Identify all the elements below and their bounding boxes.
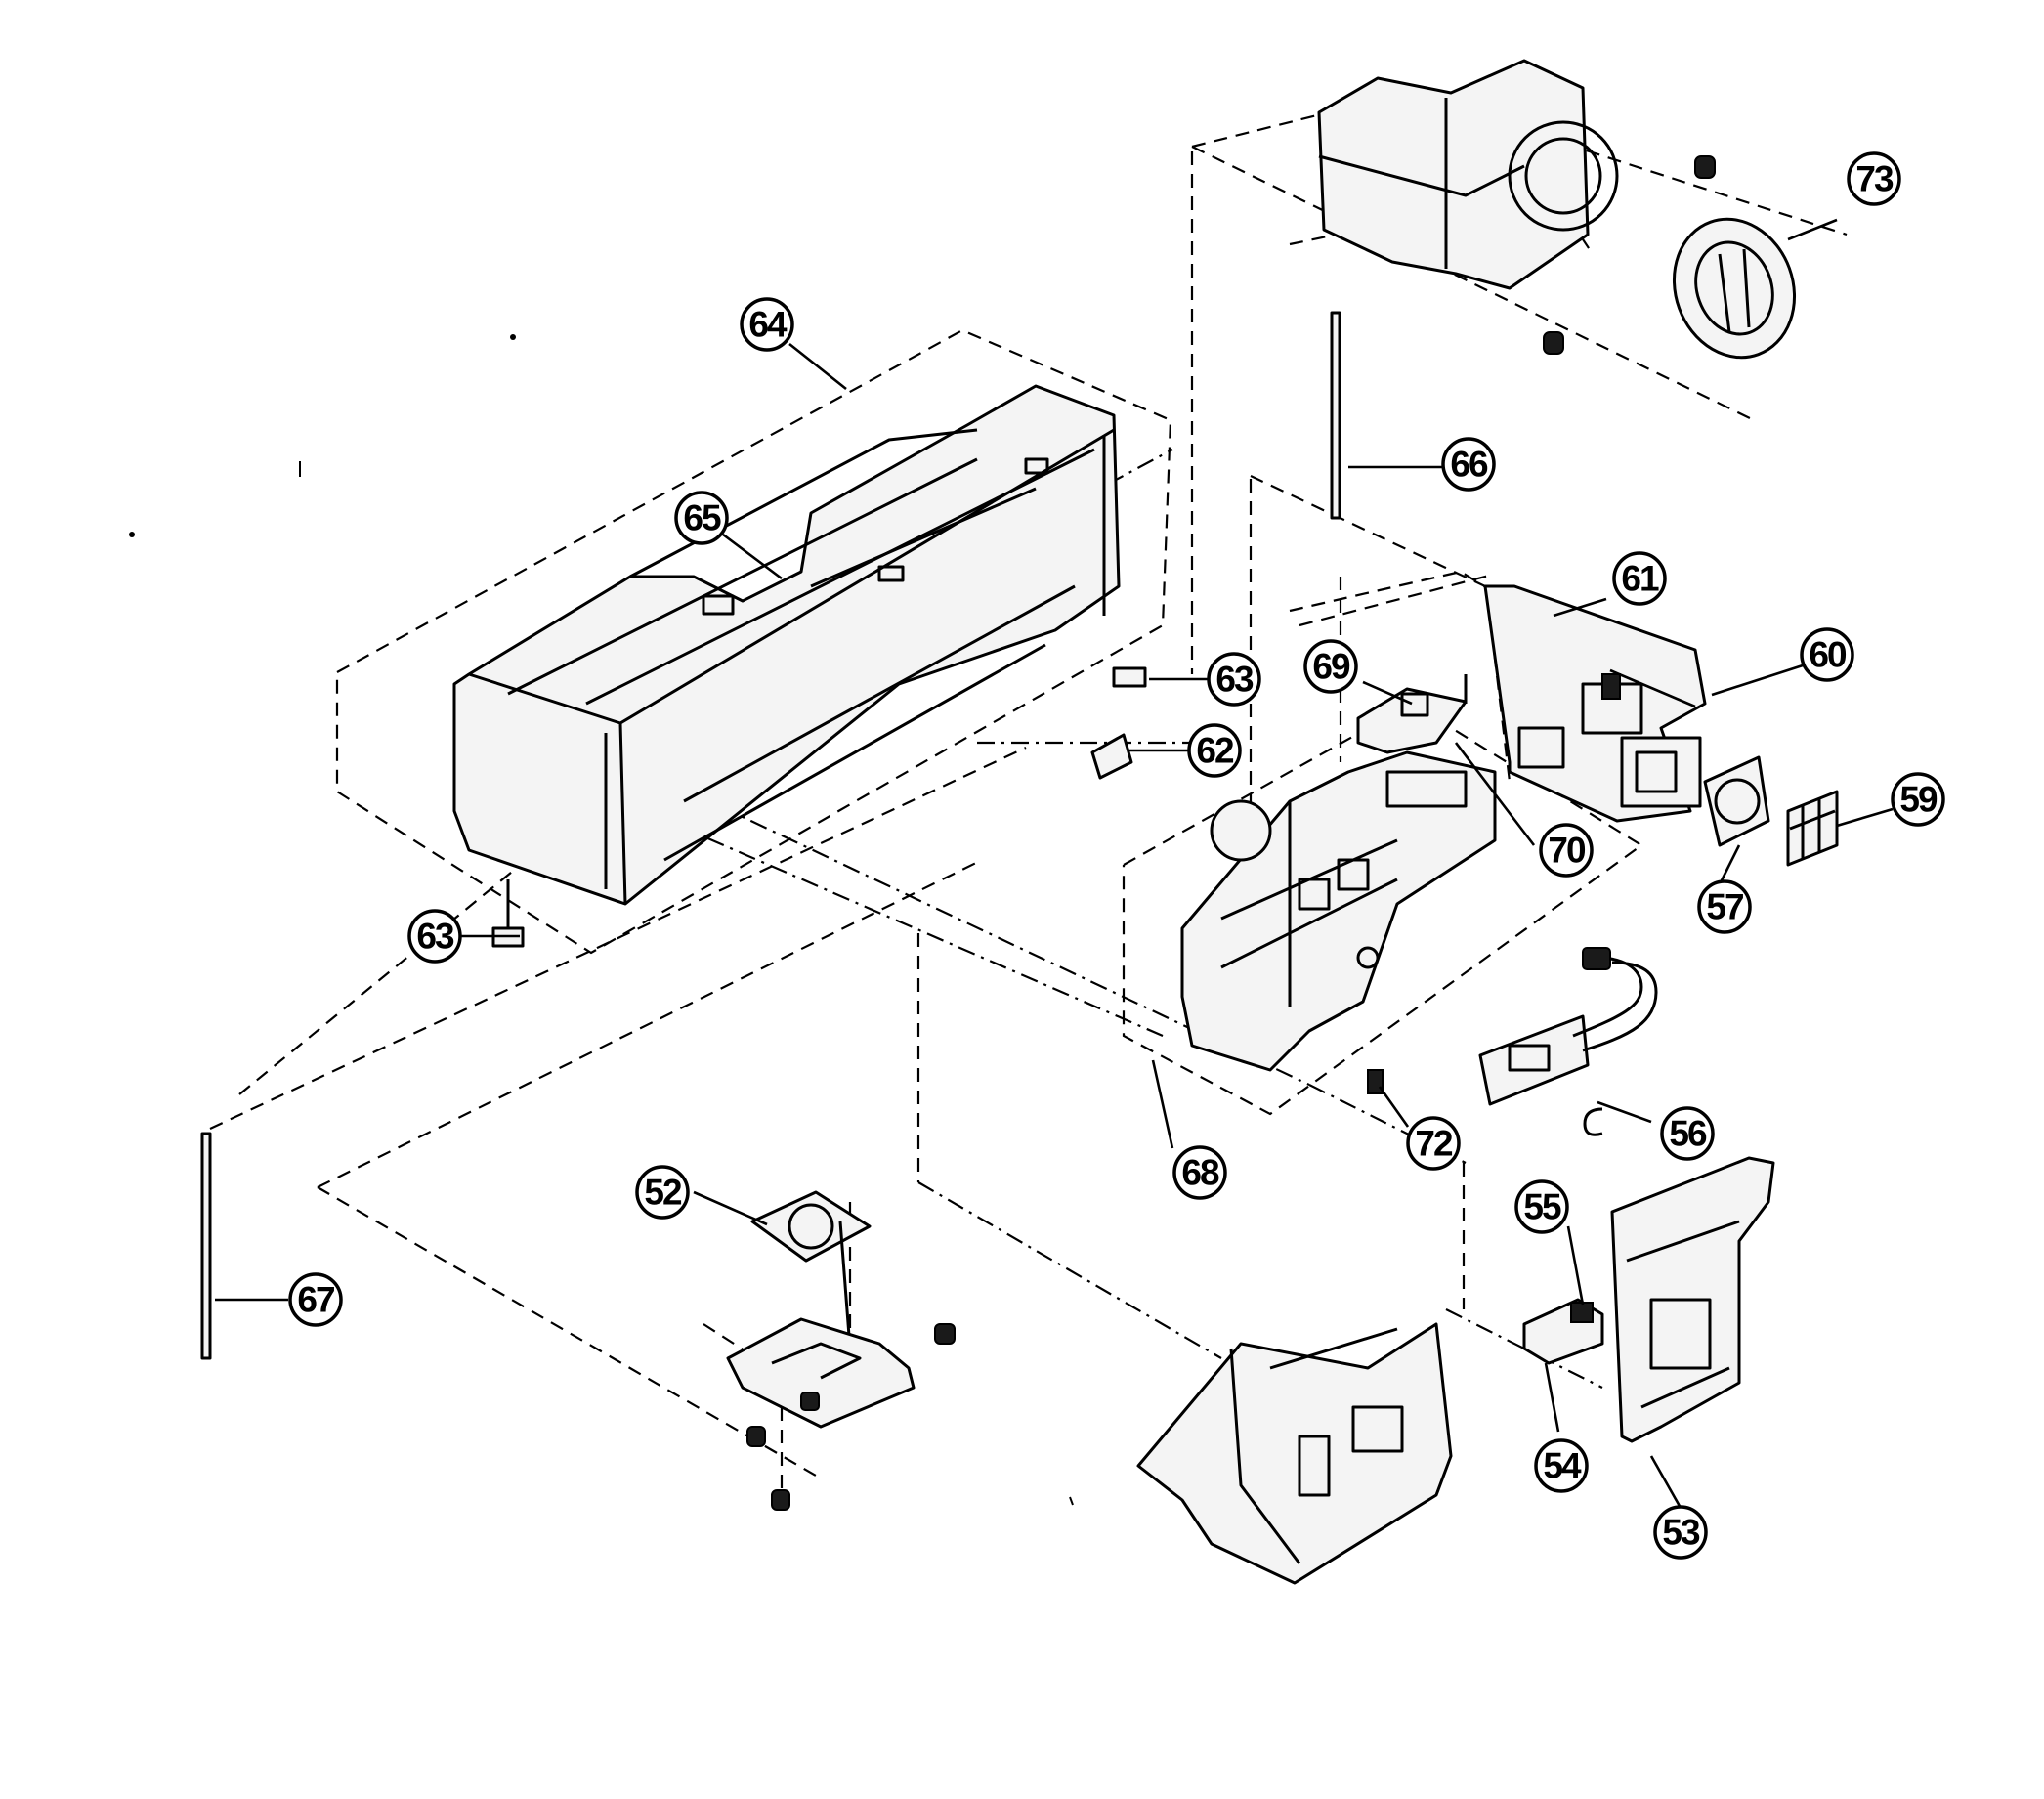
svg-text:53: 53	[1662, 1513, 1700, 1553]
callout-72: 72	[1406, 1116, 1461, 1171]
callout-73: 73	[1847, 151, 1901, 206]
callout-56: 56	[1660, 1106, 1715, 1161]
svg-text:68: 68	[1181, 1153, 1219, 1193]
callout-52: 52	[635, 1165, 690, 1220]
callout-62: 62	[1187, 723, 1242, 778]
svg-text:69: 69	[1312, 647, 1350, 687]
svg-text:60: 60	[1809, 635, 1847, 675]
svg-text:63: 63	[416, 917, 454, 957]
svg-text:55: 55	[1523, 1187, 1561, 1227]
svg-text:65: 65	[683, 498, 721, 538]
switch-part	[1356, 674, 1468, 754]
small-fan-part	[750, 1190, 872, 1349]
callout-64: 64	[740, 297, 794, 352]
svg-text:56: 56	[1669, 1114, 1707, 1154]
callout-59: 59	[1891, 772, 1945, 827]
leader-lines	[215, 218, 1894, 1509]
fan-part	[1703, 755, 1770, 847]
svg-text:72: 72	[1415, 1124, 1453, 1164]
svg-text:62: 62	[1196, 731, 1234, 771]
svg-text:54: 54	[1543, 1446, 1582, 1486]
callout-60: 60	[1800, 627, 1854, 682]
callout-66: 66	[1441, 437, 1496, 492]
svg-text:63: 63	[1215, 660, 1254, 700]
grille-part	[1786, 790, 1839, 867]
fan-base-part	[726, 1317, 956, 1511]
svg-text:64: 64	[748, 305, 788, 345]
cabinet-part	[452, 384, 1121, 906]
svg-text:67: 67	[297, 1280, 334, 1320]
speaker-part	[1672, 217, 1797, 360]
frame-part	[1483, 584, 1707, 823]
callout-63: 63	[407, 909, 462, 964]
rod-part	[200, 1132, 212, 1360]
callout-57: 57	[1697, 879, 1752, 934]
svg-text:61: 61	[1621, 559, 1659, 599]
callout-63: 63	[1207, 652, 1261, 707]
clip-part	[1367, 1069, 1384, 1094]
svg-text:66: 66	[1450, 445, 1488, 485]
power-unit-part	[1136, 1322, 1453, 1585]
terminal-board-part	[1478, 947, 1658, 1136]
connector-part	[1522, 1298, 1604, 1365]
svg-text:59: 59	[1899, 780, 1938, 820]
circuit-board-part	[1610, 1156, 1775, 1443]
svg-text:73: 73	[1855, 159, 1894, 199]
chassis-part	[1180, 750, 1497, 1072]
plate-part	[1090, 733, 1133, 780]
callout-55: 55	[1514, 1179, 1569, 1234]
callout-70: 70	[1539, 823, 1594, 878]
speaker-housing-part	[1317, 59, 1716, 355]
svg-text:52: 52	[644, 1173, 682, 1213]
callout-69: 69	[1303, 639, 1358, 694]
callout-68: 68	[1172, 1145, 1227, 1200]
callout-67: 67	[288, 1272, 343, 1327]
callout-54: 54	[1534, 1438, 1589, 1493]
svg-text:57: 57	[1706, 887, 1743, 927]
rod-part	[1330, 311, 1341, 520]
scan-specks	[129, 334, 1074, 1506]
svg-text:70: 70	[1548, 831, 1586, 871]
callout-53: 53	[1653, 1505, 1708, 1560]
callout-61: 61	[1612, 551, 1667, 606]
callout-65: 65	[674, 491, 729, 545]
